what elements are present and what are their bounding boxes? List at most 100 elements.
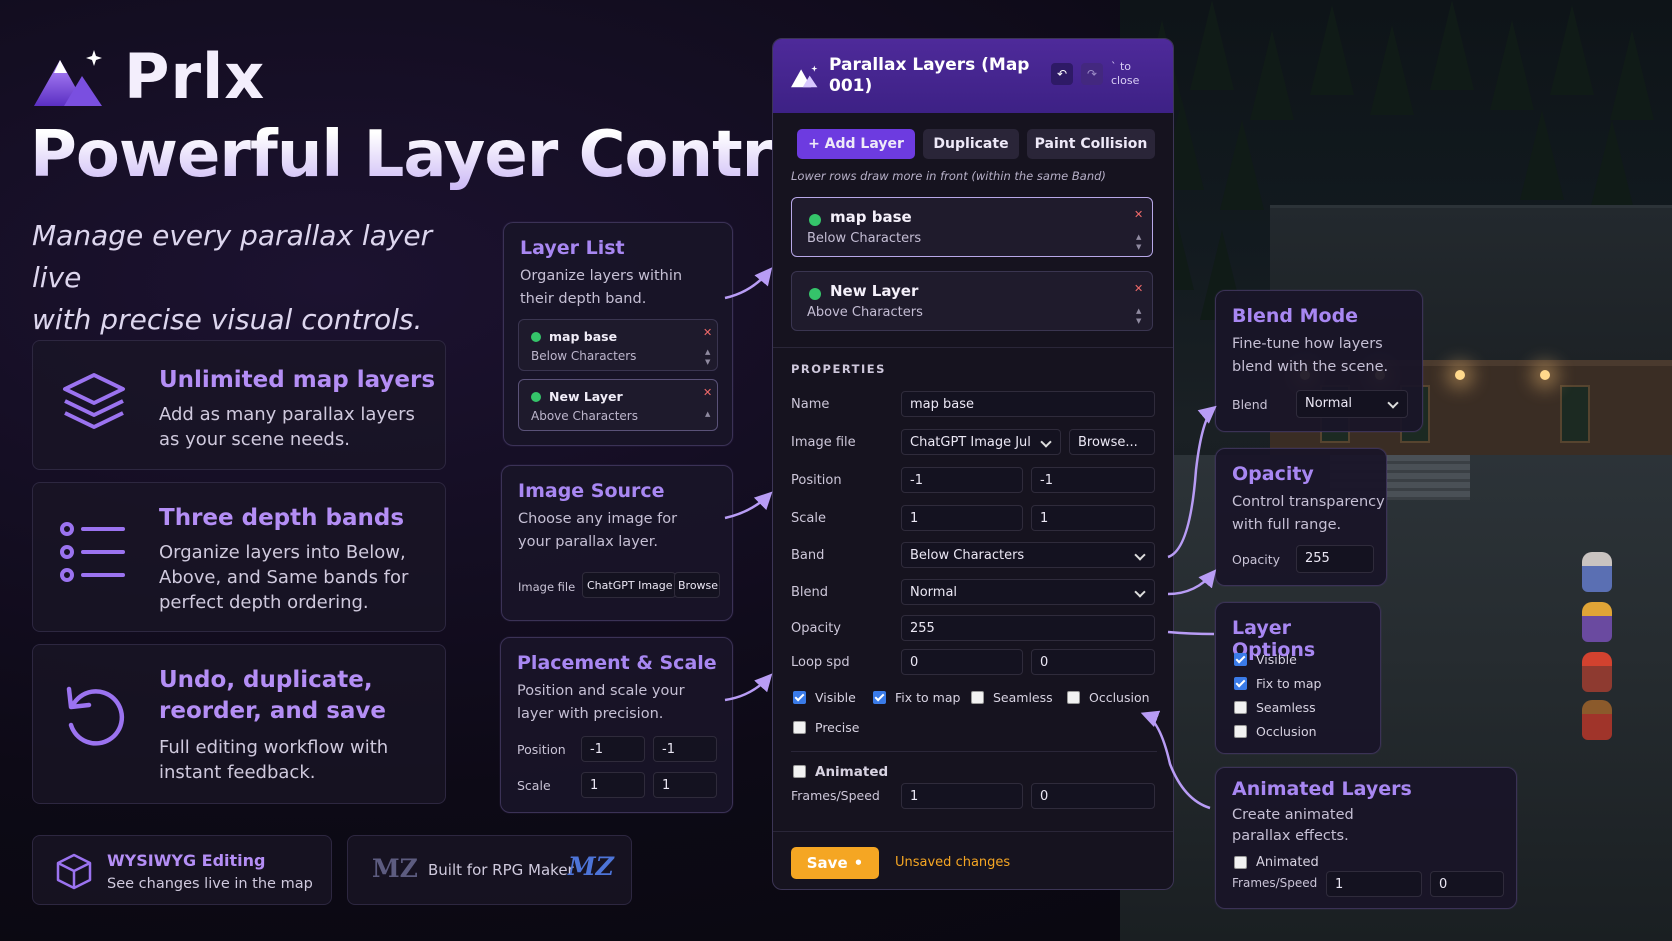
feature-desc: instant feedback. xyxy=(159,762,316,783)
position-x-input[interactable]: -1 xyxy=(581,736,645,762)
callout-animated-layers: Animated Layers Create animated parallax… xyxy=(1215,767,1517,909)
image-file-select[interactable]: ChatGPT Image Jul xyxy=(582,572,676,598)
position-x-input[interactable]: -1 xyxy=(901,467,1023,493)
layer-band: Above Characters xyxy=(807,305,923,320)
rpg-maker-text: Built for RPG Maker xyxy=(428,861,574,879)
seamless-label: Seamless xyxy=(1256,700,1316,715)
blend-select[interactable]: Normal xyxy=(901,579,1155,605)
speed-input[interactable]: 0 xyxy=(1430,871,1504,897)
fix-to-map-checkbox[interactable] xyxy=(1234,677,1247,690)
undo-button[interactable]: ↶ xyxy=(1051,63,1073,85)
wysiwyg-title: WYSIWYG Editing xyxy=(107,851,266,870)
scale-x-input[interactable]: 1 xyxy=(901,505,1023,531)
lamp xyxy=(1540,370,1550,380)
reorder-arrows-icon[interactable]: ▲▼ xyxy=(1136,233,1142,251)
feature-title: reorder, and save xyxy=(159,698,387,724)
list-item[interactable]: New Layer Above Characters ✕ ▲ xyxy=(518,379,718,431)
panel-title-line: Parallax Layers (Map xyxy=(829,55,1030,75)
visible-label: Visible xyxy=(815,690,856,705)
close-hint-line: ` to xyxy=(1111,60,1132,73)
precise-checkbox[interactable] xyxy=(793,721,806,734)
close-hint: ` to close xyxy=(1111,60,1139,88)
callout-title: Opacity xyxy=(1232,463,1314,485)
reorder-arrows-icon[interactable]: ▲▼ xyxy=(1136,307,1142,325)
unsaved-status: Unsaved changes xyxy=(895,855,1011,870)
panel-header: Parallax Layers (Map 001) ↶ ↷ ` to close xyxy=(773,39,1173,113)
feature-desc: Organize layers into Below, xyxy=(159,542,406,563)
seamless-checkbox[interactable] xyxy=(971,691,984,704)
callout-desc: Fine-tune how layers xyxy=(1232,336,1383,352)
scale-y-input[interactable]: 1 xyxy=(1031,505,1155,531)
band-select[interactable]: Below Characters xyxy=(901,542,1155,568)
save-button[interactable]: Save • xyxy=(791,847,879,879)
image-file-label: Image file xyxy=(791,435,856,450)
callout-title: Image Source xyxy=(518,480,665,502)
frames-speed-label: Frames/Speed xyxy=(791,788,880,803)
feature-card-bands: Three depth bands Organize layers into B… xyxy=(32,482,446,632)
properties-heading: PROPERTIES xyxy=(791,362,886,376)
order-hint: Lower rows draw more in front (within th… xyxy=(791,169,1106,183)
blend-select[interactable]: Normal xyxy=(1296,390,1408,418)
position-y-input[interactable]: -1 xyxy=(653,736,717,762)
rpg-maker-badge: MZ Built for RPG Maker MZ xyxy=(347,835,632,905)
opacity-input[interactable]: 255 xyxy=(901,615,1155,641)
name-label: Name xyxy=(791,397,830,412)
callout-opacity: Opacity Control transparency with full r… xyxy=(1215,448,1387,586)
loop-speed-label: Loop spd xyxy=(791,655,850,670)
divider xyxy=(773,831,1173,832)
seamless-label: Seamless xyxy=(993,690,1053,705)
hero-subtitle-line: Manage every parallax layer live xyxy=(32,219,433,294)
occlusion-checkbox[interactable] xyxy=(1234,725,1247,738)
redo-button[interactable]: ↷ xyxy=(1081,63,1103,85)
fix-to-map-checkbox[interactable] xyxy=(873,691,886,704)
reorder-arrows-icon: ▲ xyxy=(705,410,711,418)
feature-title: Undo, duplicate, xyxy=(159,667,373,693)
frames-input[interactable]: 1 xyxy=(1326,871,1422,897)
close-hint-line: close xyxy=(1111,74,1140,87)
opacity-input[interactable]: 255 xyxy=(1296,545,1374,573)
feature-desc: perfect depth ordering. xyxy=(159,592,369,613)
scale-x-input[interactable]: 1 xyxy=(581,772,645,798)
status-dot xyxy=(809,288,821,300)
brand-name: Prlx xyxy=(124,40,266,113)
seamless-checkbox[interactable] xyxy=(1234,701,1247,714)
animated-checkbox[interactable] xyxy=(1234,856,1247,869)
browse-button[interactable]: Browse... xyxy=(674,572,720,598)
game-map-scene xyxy=(1120,0,1672,941)
layer-row-selected[interactable]: map base Below Characters ✕ ▲▼ xyxy=(791,197,1153,257)
callout-desc: Create animated xyxy=(1232,807,1354,823)
tree xyxy=(1250,30,1294,120)
loop-speed-y-input[interactable]: 0 xyxy=(1031,649,1155,675)
delete-layer-icon[interactable]: ✕ xyxy=(1134,208,1144,221)
visible-checkbox[interactable] xyxy=(793,691,806,704)
layer-row[interactable]: New Layer Above Characters ✕ ▲▼ xyxy=(791,271,1153,331)
tree xyxy=(1520,110,1564,200)
scale-y-input[interactable]: 1 xyxy=(653,772,717,798)
mountain-logo-icon xyxy=(34,49,102,106)
layer-band: Below Characters xyxy=(531,349,637,363)
visible-checkbox[interactable] xyxy=(1234,653,1247,666)
image-file-select[interactable]: ChatGPT Image Jul xyxy=(901,429,1061,455)
occlusion-checkbox[interactable] xyxy=(1067,691,1080,704)
position-y-input[interactable]: -1 xyxy=(1031,467,1155,493)
paint-collision-button[interactable]: Paint Collision xyxy=(1027,129,1155,159)
callout-blend-mode: Blend Mode Fine-tune how layers blend wi… xyxy=(1215,290,1423,432)
name-input[interactable]: map base xyxy=(901,391,1155,417)
loop-speed-x-input[interactable]: 0 xyxy=(901,649,1023,675)
tree xyxy=(1550,5,1594,95)
feature-card-layers: Unlimited map layers Add as many paralla… xyxy=(32,340,446,470)
wysiwyg-badge: WYSIWYG Editing See changes live in the … xyxy=(32,835,332,905)
callout-desc: layer with precision. xyxy=(517,706,664,722)
callout-layer-list: Layer List Organize layers within their … xyxy=(503,222,733,446)
animated-checkbox[interactable] xyxy=(793,765,806,778)
callout-title: Layer Options xyxy=(1232,617,1316,661)
animated-label: Animated xyxy=(815,764,889,780)
delete-layer-icon[interactable]: ✕ xyxy=(1134,282,1144,295)
add-layer-button[interactable]: + Add Layer xyxy=(797,129,915,159)
speed-input[interactable]: 0 xyxy=(1031,783,1155,809)
frames-input[interactable]: 1 xyxy=(901,783,1023,809)
hero-subtitle: Manage every parallax layer live with pr… xyxy=(32,215,472,341)
list-item[interactable]: map base Below Characters ✕ ▲▼ xyxy=(518,319,718,371)
browse-button[interactable]: Browse... xyxy=(1069,429,1155,455)
duplicate-button[interactable]: Duplicate xyxy=(923,129,1019,159)
